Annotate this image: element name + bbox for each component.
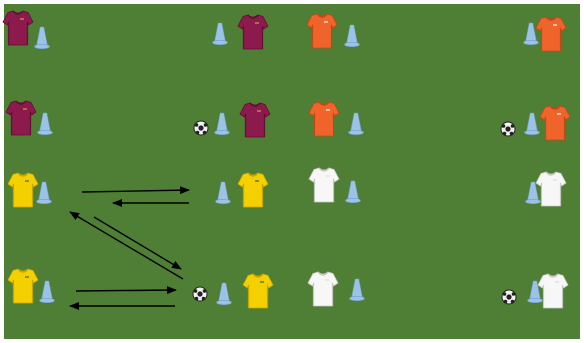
cone-icon bbox=[527, 280, 543, 304]
jersey-icon-yellow bbox=[237, 172, 269, 208]
jersey-icon-white bbox=[537, 273, 569, 309]
balls bbox=[192, 120, 517, 305]
ball-icon bbox=[500, 121, 516, 137]
cone-icon bbox=[525, 181, 541, 205]
jersey-icon-yellow bbox=[7, 268, 39, 304]
jersey-icon-white bbox=[308, 167, 340, 203]
jersey-icon-maroon bbox=[5, 100, 37, 136]
cone-icon bbox=[348, 112, 364, 136]
pass-arrow-1 bbox=[81, 186, 190, 195]
jersey-icon-yellow bbox=[242, 273, 274, 309]
jersey-icon-orange bbox=[535, 16, 567, 52]
jersey-icon-orange bbox=[308, 101, 340, 137]
cone-icon bbox=[212, 22, 228, 46]
jersey-icon-white bbox=[307, 271, 339, 307]
cone-icon bbox=[34, 26, 50, 50]
jersey-icon-white bbox=[535, 171, 567, 207]
passing-arrows bbox=[69, 186, 190, 310]
cone-icon bbox=[215, 181, 231, 205]
cone-icon bbox=[524, 112, 540, 136]
cone-icon bbox=[216, 282, 232, 306]
ball-icon bbox=[501, 289, 517, 305]
cone-icon bbox=[344, 24, 360, 48]
cones bbox=[34, 22, 543, 306]
pass-arrow-5 bbox=[75, 286, 177, 295]
cone-icon bbox=[37, 112, 53, 136]
jersey-icon-orange bbox=[306, 13, 338, 49]
cone-icon bbox=[214, 112, 230, 136]
pass-arrow-4 bbox=[69, 211, 184, 280]
jersey-icon-orange bbox=[539, 105, 571, 141]
cone-icon bbox=[39, 280, 55, 304]
ball-icon bbox=[193, 120, 209, 136]
jersey-icon-maroon bbox=[2, 10, 34, 46]
players bbox=[2, 10, 571, 309]
jersey-icon-maroon bbox=[239, 102, 271, 138]
cone-icon bbox=[523, 22, 539, 46]
jersey-icon-maroon bbox=[237, 14, 269, 50]
ball-icon bbox=[192, 286, 208, 302]
cone-icon bbox=[345, 180, 361, 204]
pass-arrow-3 bbox=[93, 216, 182, 270]
cone-icon bbox=[349, 278, 365, 302]
cone-icon bbox=[36, 181, 52, 205]
jersey-icon-yellow bbox=[7, 172, 39, 208]
